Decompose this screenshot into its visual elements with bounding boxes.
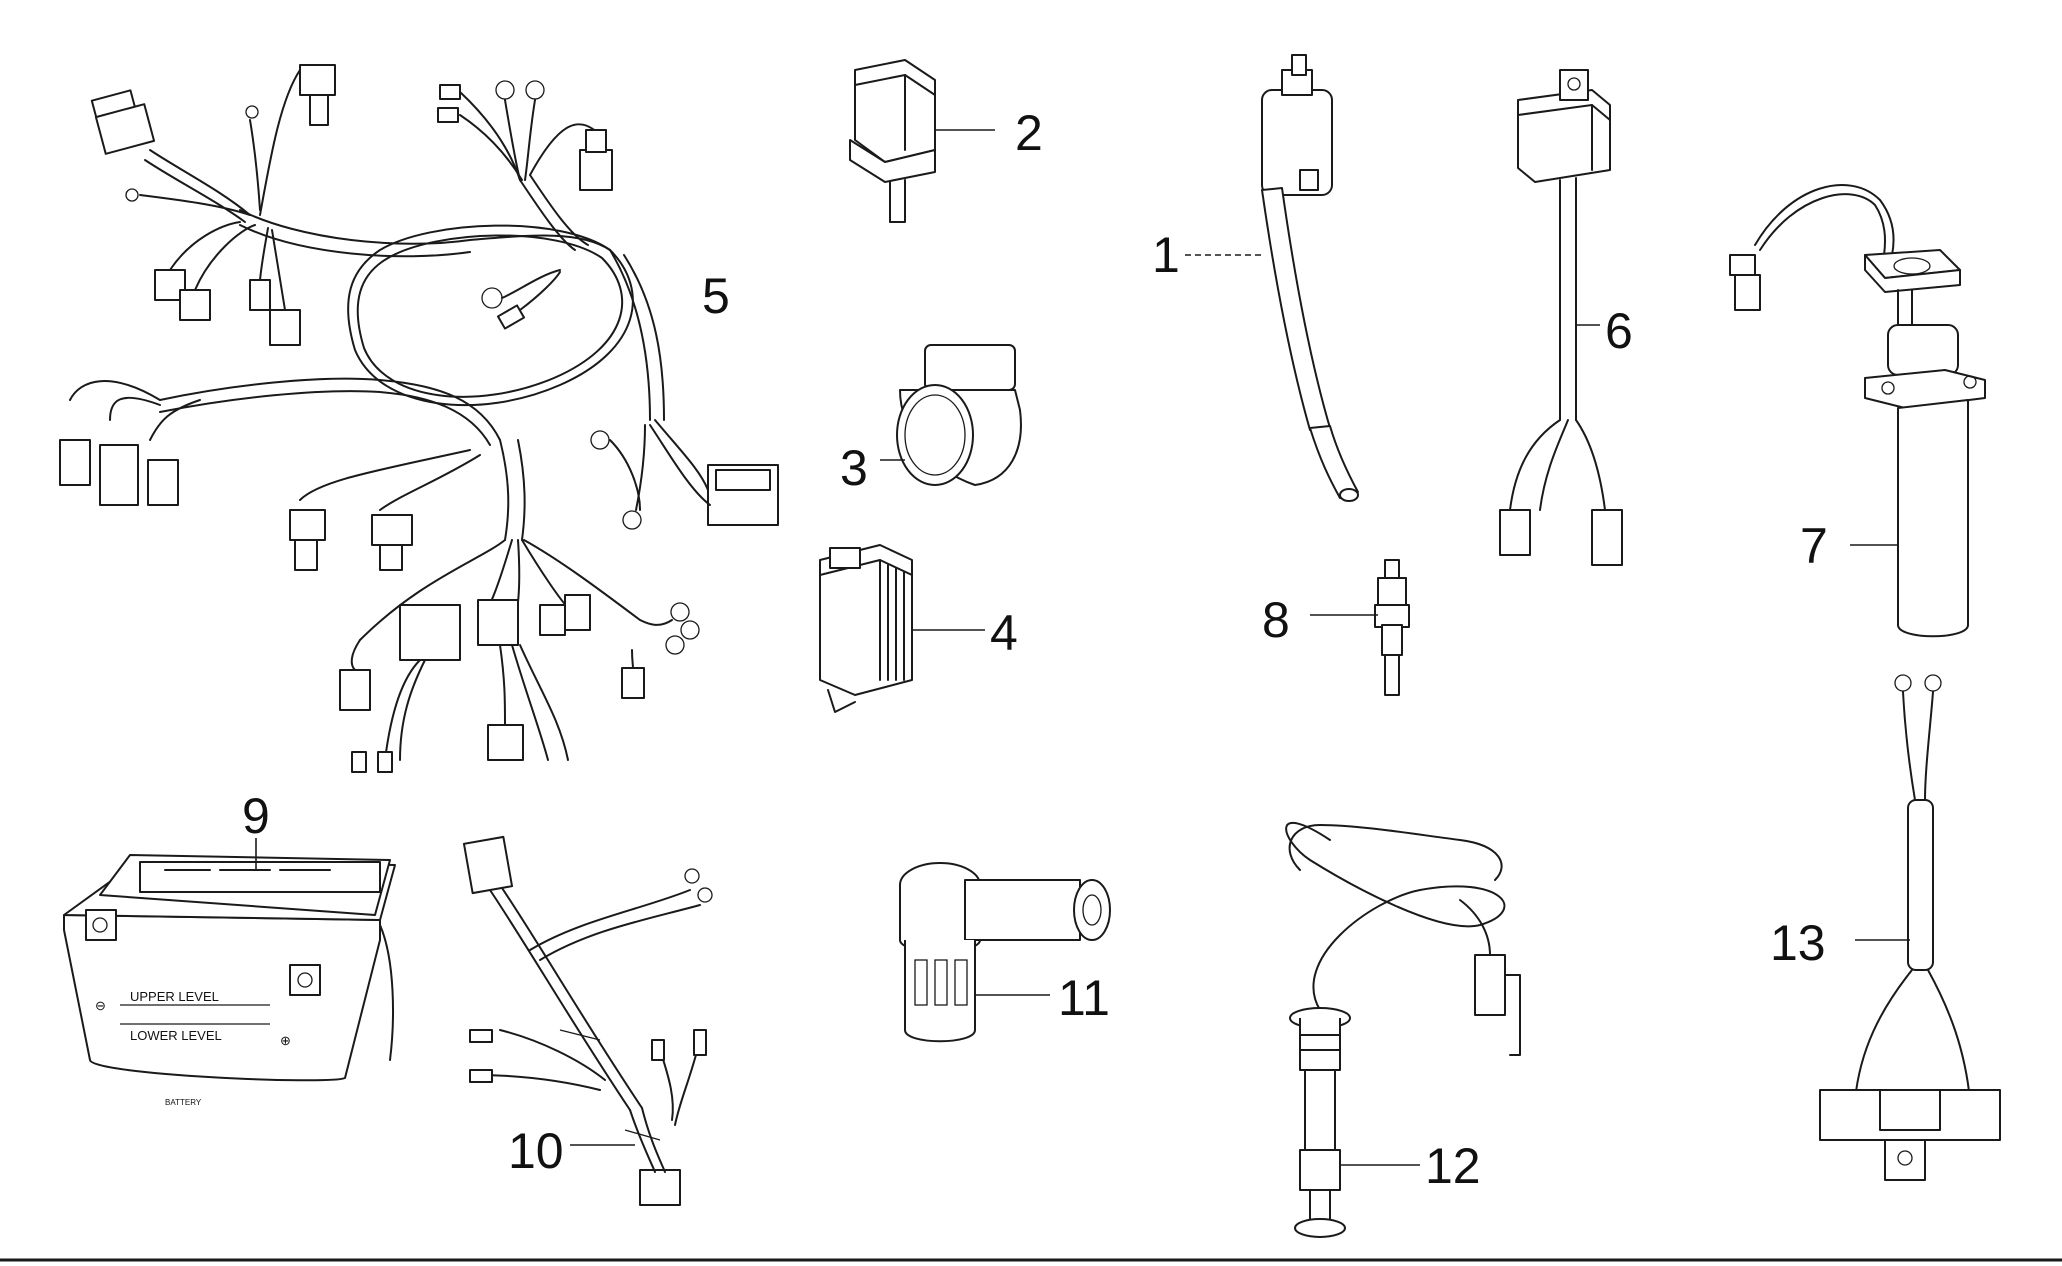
spark-plug-cap-drawing — [899, 862, 1111, 1043]
battery-brand-text: BATTERY — [165, 1098, 202, 1107]
battery-plus-symbol: ⊕ — [280, 1033, 291, 1048]
ignition-coil-drawing — [1185, 54, 1359, 502]
horn-drawing — [880, 344, 1022, 486]
throttle-grip-sensor-drawing — [1729, 184, 1986, 638]
voltage-regulator-drawing — [819, 544, 985, 713]
callout-10: 10 — [508, 1123, 564, 1179]
callout-9: 9 — [242, 788, 270, 844]
relay-drawing — [849, 59, 995, 223]
main-wiring-harness-drawing — [59, 64, 779, 773]
callout-2: 2 — [1015, 105, 1043, 161]
battery-upper-level-text: UPPER LEVEL — [130, 989, 219, 1004]
cdi-unit-drawing — [1499, 69, 1623, 566]
battery-lower-level-text: LOWER LEVEL — [130, 1028, 222, 1043]
callout-7: 7 — [1800, 518, 1828, 574]
stop-light-switch-drawing — [1310, 559, 1410, 696]
callout-3: 3 — [840, 440, 868, 496]
callout-5: 5 — [702, 268, 730, 324]
callout-11: 11 — [1058, 970, 1110, 1026]
starter-relay-drawing — [1819, 674, 2001, 1181]
battery-minus-symbol: ⊖ — [95, 998, 106, 1013]
temperature-sensor-drawing — [1285, 821, 1521, 1238]
battery-cable-harness-drawing — [462, 835, 713, 1206]
callout-4: 4 — [990, 605, 1018, 661]
callout-6: 6 — [1605, 303, 1633, 359]
callout-1: 1 — [1152, 227, 1180, 283]
callout-8: 8 — [1262, 592, 1290, 648]
callout-12: 12 — [1425, 1138, 1481, 1194]
battery-drawing: UPPER LEVEL LOWER LEVEL BATTERY ⊖ ⊕ — [63, 838, 396, 1107]
callout-13: 13 — [1770, 915, 1826, 971]
